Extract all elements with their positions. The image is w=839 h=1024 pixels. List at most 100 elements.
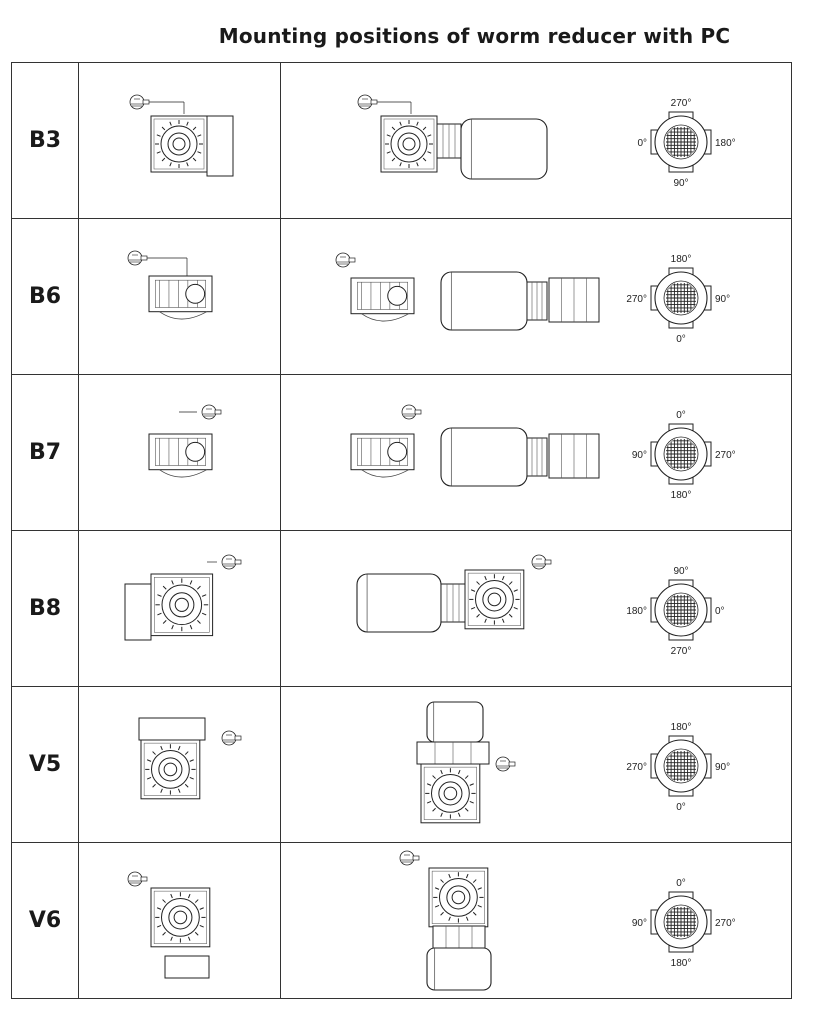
angle-bottom: 270° <box>671 646 692 657</box>
pc-stage-icon <box>416 741 490 764</box>
angle-bottom: 180° <box>671 958 692 969</box>
position-label: V6 <box>11 842 79 999</box>
reducer-diagram <box>127 250 213 319</box>
reducer-motor-diagram: 90° 270° 180° 0° <box>356 554 725 657</box>
pc-stage-icon <box>526 437 548 476</box>
reducer-with-motor-drawing: 180° 0° 270° 90° <box>280 686 792 843</box>
oil-plug-icon <box>201 404 222 419</box>
angle-left: 180° <box>626 606 647 617</box>
position-dial-icon: 180° 0° 270° 90° <box>626 722 730 813</box>
reducer-drawing <box>78 62 281 219</box>
oil-plug-icon <box>495 756 516 771</box>
oil-plug-icon <box>221 730 242 745</box>
reducer-drawing <box>78 686 281 843</box>
reducer-diagram <box>124 554 242 640</box>
oil-plug-icon <box>401 404 422 419</box>
reducer-with-motor-drawing: 0° 180° 90° 270° <box>280 842 792 999</box>
angle-top: 180° <box>671 722 692 733</box>
oil-plug-icon <box>127 250 148 265</box>
reducer-motor-diagram: 180° 0° 270° 90° <box>335 252 730 345</box>
pc-stage-icon <box>440 583 466 622</box>
oil-plug-icon <box>531 554 552 569</box>
position-label: B8 <box>11 530 79 687</box>
position-label: B7 <box>11 374 79 531</box>
pc-stage-icon <box>548 277 600 322</box>
angle-bottom: 0° <box>676 802 686 813</box>
position-row: V6 0° 180 <box>11 842 792 999</box>
pc-stage-icon <box>526 281 548 320</box>
angle-top: 270° <box>671 98 692 109</box>
reducer-drawing <box>78 218 281 375</box>
reducer-drawing <box>78 374 281 531</box>
reducer-housing-icon <box>380 115 438 172</box>
oil-plug-icon <box>129 94 150 109</box>
motor-icon <box>460 117 548 180</box>
angle-top: 0° <box>676 878 686 889</box>
reducer-housing-icon <box>150 115 208 172</box>
reducer-side-icon <box>350 433 415 477</box>
motor-icon <box>426 700 484 743</box>
angle-bottom: 180° <box>671 490 692 501</box>
angle-right: 180° <box>715 138 736 149</box>
reducer-with-motor-drawing: 90° 270° 180° 0° <box>280 530 792 687</box>
reducer-motor-diagram: 270° 90° 0° 180° <box>357 94 736 189</box>
reducer-with-motor-drawing: 270° 90° 0° 180° <box>280 62 792 219</box>
angle-left: 270° <box>626 762 647 773</box>
angle-bottom: 0° <box>676 334 686 345</box>
reducer-housing-icon <box>464 569 525 629</box>
oil-plug-icon <box>335 252 356 267</box>
reducer-housing-icon <box>428 867 489 927</box>
reducer-motor-diagram: 0° 180° 90° 270° <box>399 850 736 991</box>
reducer-with-motor-drawing: 180° 0° 270° 90° <box>280 218 792 375</box>
reducer-diagram <box>129 94 234 176</box>
oil-plug-icon <box>127 871 148 886</box>
position-row: B3 270° 9 <box>11 62 792 219</box>
reducer-side-icon <box>148 275 213 319</box>
angle-left: 90° <box>632 918 647 929</box>
position-dial-icon: 0° 180° 90° 270° <box>632 878 736 969</box>
motor-icon <box>426 946 492 991</box>
angle-top: 180° <box>671 254 692 265</box>
mounting-table: B3 270° 9 <box>11 62 792 999</box>
angle-bottom: 90° <box>673 178 688 189</box>
position-dial-icon: 90° 270° 180° 0° <box>626 566 724 657</box>
motor-icon <box>356 572 442 633</box>
reducer-motor-diagram: 0° 180° 90° 270° <box>350 404 736 501</box>
page-title: Mounting positions of worm reducer with … <box>218 24 731 48</box>
position-row: V5 180° 0 <box>11 686 792 843</box>
position-label: B3 <box>11 62 79 219</box>
reducer-housing-icon <box>420 763 481 823</box>
oil-plug-icon <box>357 94 378 109</box>
reducer-drawing <box>78 530 281 687</box>
angle-right: 270° <box>715 450 736 461</box>
angle-left: 270° <box>626 294 647 305</box>
angle-right: 90° <box>715 762 730 773</box>
motor-icon <box>440 426 528 487</box>
reducer-diagram <box>138 717 242 799</box>
reducer-housing-icon <box>150 573 214 636</box>
angle-top: 0° <box>676 410 686 421</box>
reducer-housing-icon <box>150 887 211 947</box>
reducer-housing-icon <box>140 739 201 799</box>
position-row: B8 90° 27 <box>11 530 792 687</box>
position-row: B6 180° <box>11 218 792 375</box>
reducer-side-icon <box>350 277 415 321</box>
position-dial-icon: 0° 180° 90° 270° <box>632 410 736 501</box>
angle-right: 90° <box>715 294 730 305</box>
reducer-motor-diagram: 180° 0° 270° 90° <box>416 700 730 823</box>
position-dial-icon: 180° 0° 270° 90° <box>626 254 730 345</box>
position-label: V5 <box>11 686 79 843</box>
angle-right: 270° <box>715 918 736 929</box>
oil-plug-icon <box>399 850 420 865</box>
reducer-side-icon <box>148 433 213 477</box>
pc-stage-icon <box>436 123 462 158</box>
reducer-drawing <box>78 842 281 999</box>
angle-top: 90° <box>673 566 688 577</box>
reducer-diagram <box>148 404 222 477</box>
reducer-diagram <box>127 871 211 978</box>
oil-plug-icon <box>221 554 242 569</box>
pc-stage-icon <box>548 433 600 478</box>
position-label: B6 <box>11 218 79 375</box>
angle-right: 0° <box>715 606 725 617</box>
angle-left: 0° <box>637 138 647 149</box>
